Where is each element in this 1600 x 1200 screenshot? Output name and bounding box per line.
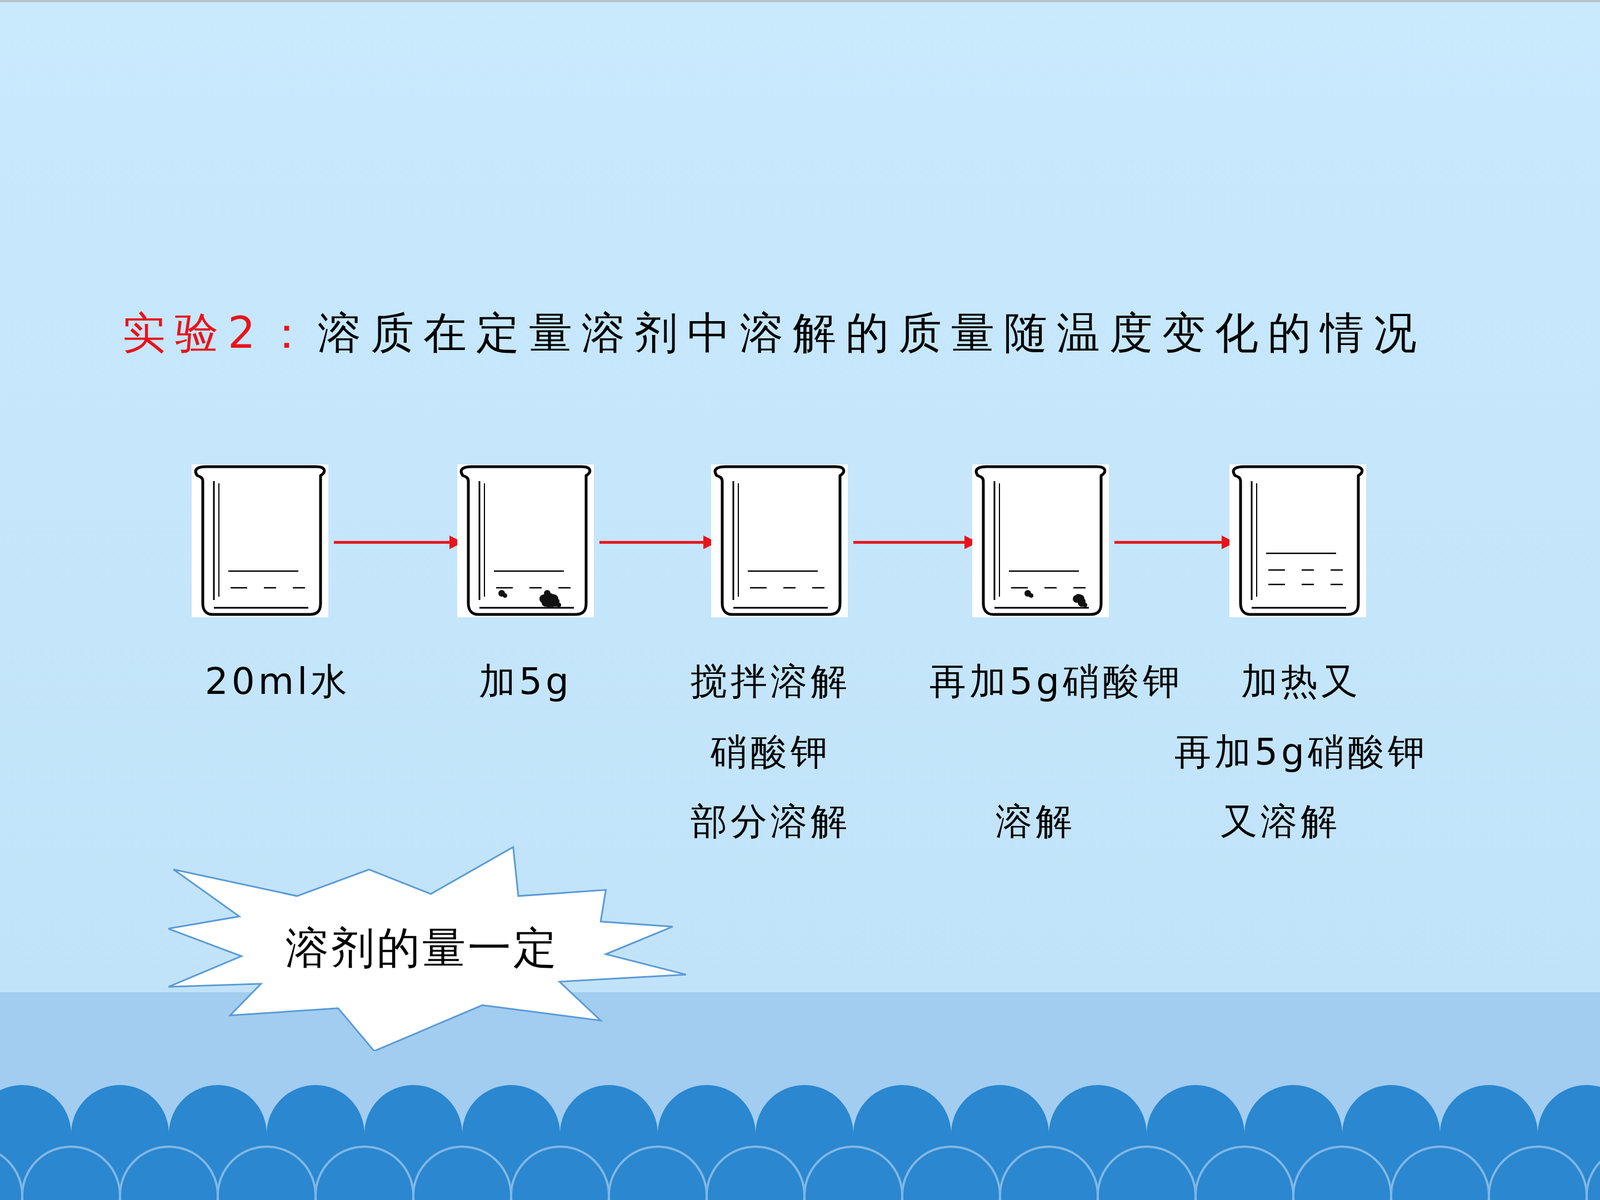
step-caption: 又溶解 bbox=[1220, 800, 1341, 843]
wave-arc bbox=[608, 1146, 707, 1200]
beaker-drawing bbox=[457, 464, 594, 618]
wave-arc bbox=[511, 1146, 609, 1200]
wave-arc bbox=[1097, 1146, 1196, 1200]
step-caption: 再加5g硝酸钾 bbox=[929, 660, 1183, 703]
step-caption: 部分溶解 bbox=[690, 800, 851, 843]
wave-arc bbox=[1293, 1146, 1392, 1200]
beaker-step: 20ml水 bbox=[191, 464, 329, 618]
experiment-label: 实验2： bbox=[122, 304, 318, 363]
wave-arc bbox=[22, 1146, 120, 1200]
step-caption: 再加5g硝酸钾 bbox=[1174, 731, 1428, 774]
beaker-drawing bbox=[972, 464, 1109, 618]
wave-arc bbox=[217, 1146, 316, 1200]
wave-arc bbox=[902, 1146, 1000, 1200]
wave-arc bbox=[706, 1146, 805, 1200]
top-rule bbox=[0, 0, 1600, 3]
title: 溶质在定量溶剂中溶解的质量随温度变化的情况 bbox=[317, 304, 1427, 363]
sky-ground bbox=[0, 0, 1600, 993]
heading-row: 实验2：溶质在定量溶剂中溶解的质量随温度变化的情况 bbox=[122, 304, 1427, 363]
callout-burst: 溶剂的量一定 bbox=[168, 845, 687, 1052]
wave-scallops bbox=[0, 1085, 1600, 1200]
wave-arc bbox=[120, 1146, 218, 1200]
step-caption: 20ml水 bbox=[205, 660, 352, 703]
beaker-step: 加热又再加5g硝酸钾又溶解 bbox=[1229, 464, 1367, 618]
beaker-drawing bbox=[1229, 464, 1367, 618]
beaker-drawing bbox=[191, 464, 329, 618]
step-caption: 加热又 bbox=[1241, 660, 1362, 703]
beaker-step: 搅拌溶解硝酸钾部分溶解 bbox=[711, 464, 848, 618]
beaker-step: 再加5g硝酸钾溶解 bbox=[972, 464, 1109, 618]
wave-arc bbox=[413, 1146, 512, 1200]
step-arrow bbox=[599, 541, 716, 544]
step-caption: 溶解 bbox=[995, 800, 1076, 843]
wave-arc bbox=[315, 1146, 414, 1200]
wave-arc bbox=[0, 1146, 23, 1200]
wave-arc bbox=[1195, 1146, 1294, 1200]
wave-arc bbox=[1488, 1146, 1587, 1200]
callout-text: 溶剂的量一定 bbox=[285, 923, 559, 974]
step-arrow bbox=[1114, 541, 1234, 544]
wave-arc bbox=[1000, 1146, 1098, 1200]
wave-arc bbox=[1391, 1146, 1489, 1200]
beaker-step: 加5g bbox=[457, 464, 594, 618]
step-arrow bbox=[333, 541, 462, 544]
beaker-drawing bbox=[711, 464, 848, 618]
wave-arc bbox=[804, 1146, 903, 1200]
step-caption: 搅拌溶解 bbox=[690, 660, 851, 703]
step-caption: 加5g bbox=[478, 660, 573, 703]
step-caption: 硝酸钾 bbox=[710, 731, 831, 774]
step-arrow bbox=[853, 541, 977, 544]
wave-arc bbox=[1586, 1146, 1600, 1200]
